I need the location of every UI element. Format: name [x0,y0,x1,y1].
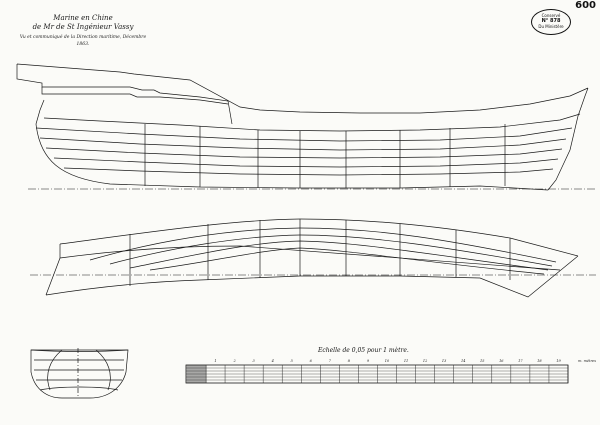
scale-tick-label: 9 [367,359,370,363]
scale-tick-label: 7 [329,359,332,363]
stamp-line-2: N° 878 [541,18,561,24]
title-block: Marine en Chine de Mr de St Ingénieur Va… [18,14,148,48]
profile-waterline-5 [63,167,554,176]
body-plan-outline [30,349,129,399]
scale-tick-label: 8 [348,359,351,363]
scale-tick-label: 16 [499,359,504,363]
scale-tick-label: 17 [518,359,523,363]
scale-tick-label: 2 [232,359,236,363]
plan-outline-bottom [45,255,579,298]
scale-tick-label: 14 [461,359,465,363]
scale-tick-label: 10 [385,359,390,363]
scale-tick-label: 1 [214,359,216,363]
profile-waterline-4 [53,157,559,168]
title-line-2: de Mr de St Ingénieur Vassy [32,23,134,31]
profile-waterline-3 [45,147,563,159]
profile-view [16,63,596,191]
page-number: 600 [575,0,596,11]
profile-waterline-2 [39,137,567,151]
plan-outline-top [59,218,579,257]
title-line-3: Vu et communiqué de la Direction maritim… [19,35,147,47]
profile-sheer-outline [16,63,589,191]
scale-tick-label: 19 [556,359,561,363]
scale-unit-label: m. mètres [578,359,596,363]
scale-tick-label: 18 [537,359,542,363]
profile-keel [35,123,549,191]
scale-tick-label: 13 [442,359,447,363]
body-plan-view [30,348,129,399]
scale-tick-label: 15 [480,359,485,363]
scale-tick-label: 6 [310,359,313,363]
archive-stamp: Conservé N° 878 Du Ministère [531,9,571,35]
scale-tick-label: 3 [253,359,256,363]
profile-rail-line [43,113,581,132]
scale-tick-label: 5 [291,359,294,363]
profile-waterline-1 [35,127,573,142]
title-line-1: Marine en Chine [53,14,113,22]
scale-tick-label: 11 [404,359,408,363]
profile-stations [144,124,506,188]
scale-bar [185,364,569,384]
stamp-line-3: Du Ministère [538,24,564,29]
plan-stations [129,219,511,286]
scale-title: Echelle de 0,05 pour 1 mètre. [318,347,409,354]
half-breadth-plan-view [30,218,596,298]
scale-tick-label: 12 [423,359,428,363]
stamp-line-1: Conservé [541,13,561,18]
scale-tick-label: 4 [271,359,274,363]
